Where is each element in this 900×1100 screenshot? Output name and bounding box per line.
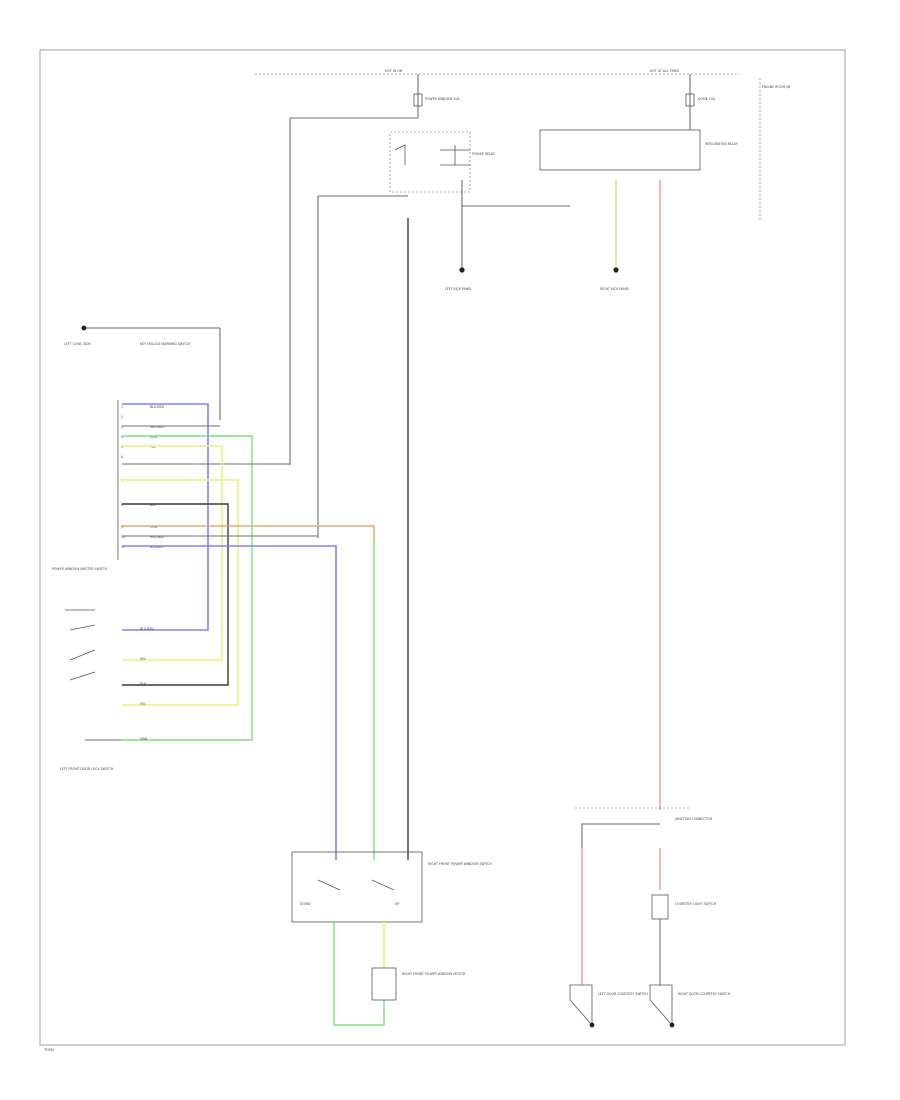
right-front-switch-box [291, 851, 423, 923]
pin-label: 6 [121, 455, 123, 459]
wire-label-wht-blk: WHT-BLK [150, 425, 165, 429]
wire-label-yel-3: YEL [140, 702, 146, 706]
green-wire-loop [122, 435, 253, 741]
courtesy-light-switch-label: COURTESY LIGHT SWITCH [675, 902, 717, 906]
yellow-wire-loop-a [122, 445, 223, 661]
pin-label: 1 [121, 405, 123, 409]
key-unlock-warning-label: KEY UNLOCK WARNING SWITCH [140, 342, 191, 346]
pin-label: 11 [121, 545, 125, 549]
ground-right-kick-label: RIGHT KICK PANEL [600, 287, 630, 291]
pin-label: 9 [121, 525, 123, 529]
right-front-motor [371, 967, 397, 1001]
motor-green-wire [333, 922, 385, 1026]
left-door-courtesy-label: LEFT DOOR COURTESY SWITCH [598, 992, 648, 996]
wire-label-yel: YEL [150, 445, 156, 449]
fuse-dome-label: DOME 10A [698, 97, 716, 101]
ground-left-cowl [81, 325, 87, 331]
fuse-power-window-label: POWER WINDOW 30A [425, 97, 460, 101]
integration-relay-box [539, 129, 701, 171]
fuse-dome [685, 93, 695, 107]
wire-label-grn-2: GRN [140, 737, 148, 741]
blue-wire-loop [122, 403, 209, 631]
yellow-wire-loop-b [122, 479, 239, 706]
wire-label-red-blk: RED-BLK [150, 535, 165, 539]
wire-label-blu-2: BLU-RED [140, 627, 155, 631]
up-label: UP [395, 902, 399, 906]
black-wire-loop [122, 503, 229, 686]
hot-at-all-times-label: HOT AT ALL TIMES [650, 69, 679, 73]
left-front-switch-label: LEFT FRONT DOOR LOCK SWITCH [60, 767, 114, 771]
integration-relay-label: INTEGRATION RELAY [705, 142, 738, 146]
pin-label: 2 [121, 415, 123, 419]
blu-blk-wire [122, 545, 337, 860]
power-relay-box [389, 131, 471, 193]
right-door-ground [669, 1022, 675, 1028]
wire-label-blu: BLU-RED [150, 405, 165, 409]
left-cowl-label: LEFT COWL SIDE [64, 342, 91, 346]
fuse-power-window [413, 93, 423, 107]
down-label: DOWN [300, 902, 311, 906]
pin-label: 8 [121, 503, 123, 507]
master-switch-pin-labels: 1 2 3 4 5 6 7 8 9 10 11 [121, 405, 125, 549]
footer-code: TOYN [43, 1048, 54, 1052]
ground-left-kick [459, 267, 465, 273]
junction-bridge [581, 823, 660, 848]
pin-label: 10 [121, 535, 125, 539]
junction-connector-label: JUNCTION CONNECTOR [674, 817, 713, 821]
engine-room-relay-box-label: ENGINE ROOM J/B [762, 85, 790, 89]
master-switch-label: POWER WINDOW MASTER SWITCH [52, 567, 108, 571]
wire-label-grn: GRN [150, 435, 158, 439]
right-front-switch-label: RIGHT FRONT POWER WINDOW SWITCH [428, 862, 492, 866]
orange-wire [122, 525, 375, 540]
pin-label: 7 [121, 479, 123, 483]
courtesy-light-switch [651, 894, 669, 920]
left-door-ground [589, 1022, 595, 1028]
wire-label-orn: ORN [150, 525, 158, 529]
wire-label-blk-2: BLK [140, 682, 147, 686]
wire-label-yel-2: YEL [140, 657, 146, 661]
power-relay-coil [394, 144, 406, 165]
pin-label: 5 [121, 445, 123, 449]
wire-label-blu-blk: BLU-BLK [150, 545, 164, 549]
ground-right-kick [613, 267, 619, 273]
right-door-courtesy-switch [649, 984, 673, 1027]
pin-label: 4 [121, 435, 123, 439]
wire-label-blk: BLK [150, 503, 157, 507]
diagram-frame [39, 49, 846, 1046]
left-door-courtesy-switch [569, 984, 593, 1027]
left-front-switch-contacts [65, 609, 96, 681]
right-door-courtesy-label: RIGHT DOOR COURTESY SWITCH [678, 992, 731, 996]
pin-label: 3 [121, 425, 123, 429]
hot-in-on-label: HOT IN ON [385, 69, 403, 73]
right-front-switch-contacts [317, 879, 395, 891]
ground-left-kick-label: LEFT KICK PANEL [445, 287, 472, 291]
right-front-motor-label: RIGHT FRONT POWER WINDOW MOTOR [402, 972, 466, 976]
power-relay-contacts [440, 145, 470, 166]
power-relay-label: POWER RELAY [472, 152, 495, 156]
